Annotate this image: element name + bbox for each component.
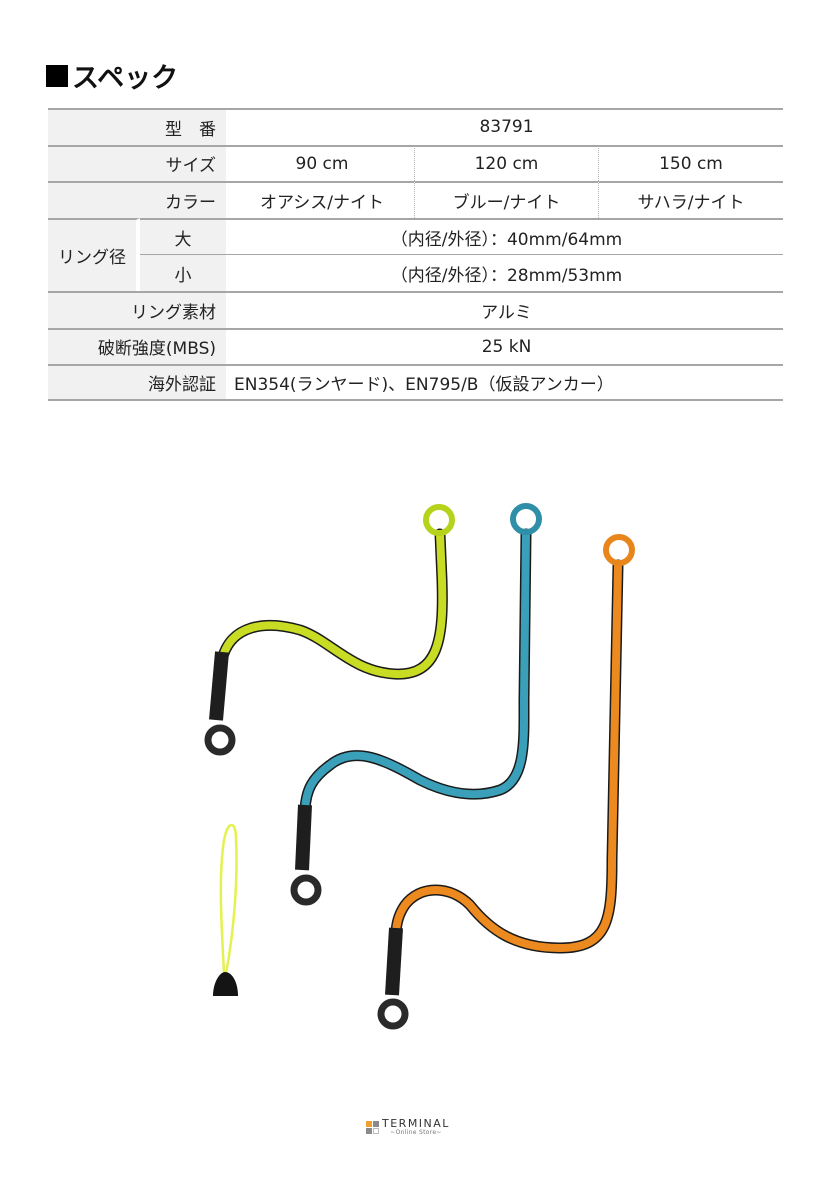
brand-tagline: ~Online Store~ xyxy=(390,1129,442,1136)
spec-value-breaking-strength: 25 kN xyxy=(230,327,783,365)
spec-label-model: 型 番 xyxy=(48,108,226,145)
square-bullet-icon xyxy=(46,64,68,87)
section-title-text: スペック xyxy=(72,63,179,94)
spec-table: 型 番 83791 サイズ 90 cm 120 cm 150 cm カラー オア… xyxy=(48,108,783,401)
spec-row-ring-small: 小 （内径/外径）：28mm/53mm xyxy=(48,254,783,291)
spec-value-certification: EN354(ランヤード)、EN795/B（仮設アンカー） xyxy=(230,364,783,401)
spec-value-size-120: 120 cm xyxy=(414,144,598,182)
spec-value-model: 83791 xyxy=(230,108,783,145)
spec-label-ring-material: リング素材 xyxy=(48,290,226,328)
spec-value-size-90: 90 cm xyxy=(230,144,414,182)
spec-value-ring-large: （内径/外径）：40mm/64mm xyxy=(230,217,783,255)
spec-row-ring-material: リング素材 アルミ xyxy=(48,290,783,328)
brand-logo-icon xyxy=(366,1120,379,1134)
spec-label-ring-large: 大 xyxy=(140,217,226,255)
spec-value-color-blue: ブルー/ナイト xyxy=(414,181,598,218)
sling-oasis-night xyxy=(204,504,455,756)
footer-logo: TERMINAL ~Online Store~ xyxy=(366,1118,450,1136)
spec-row-model: 型 番 83791 xyxy=(48,108,783,145)
spec-value-color-oasis: オアシス/ナイト xyxy=(230,181,414,218)
spec-row-size: サイズ 90 cm 120 cm 150 cm xyxy=(48,144,783,182)
section-title: スペック xyxy=(46,56,178,95)
spec-row-certification: 海外認証 EN354(ランヤード)、EN795/B（仮設アンカー） xyxy=(48,364,783,401)
spec-label-certification: 海外認証 xyxy=(48,364,226,401)
spec-value-ring-small: （内径/外径）：28mm/53mm xyxy=(230,254,783,291)
spec-row-ring-large: リング径 大 （内径/外径）：40mm/64mm xyxy=(48,217,783,291)
brand-name: TERMINAL xyxy=(382,1117,450,1130)
spec-label-ring-small: 小 xyxy=(140,254,226,291)
spec-row-color: カラー オアシス/ナイト ブルー/ナイト サハラ/ナイト xyxy=(48,181,783,218)
accessory-cord xyxy=(213,823,238,996)
spec-label-breaking-strength: 破断強度(MBS) xyxy=(48,327,226,365)
spec-value-color-sahara: サハラ/ナイト xyxy=(598,181,783,218)
spec-row-breaking-strength: 破断強度(MBS) 25 kN xyxy=(48,327,783,365)
sling-blue-night xyxy=(290,503,542,906)
spec-label-color: カラー xyxy=(48,181,226,218)
product-image xyxy=(204,503,635,1030)
spec-value-ring-material: アルミ xyxy=(230,290,783,328)
sling-sahara-night xyxy=(377,534,635,1030)
spec-value-size-150: 150 cm xyxy=(598,144,783,182)
spec-label-size: サイズ xyxy=(48,144,226,182)
spec-label-ring-diameter: リング径 xyxy=(48,217,140,291)
